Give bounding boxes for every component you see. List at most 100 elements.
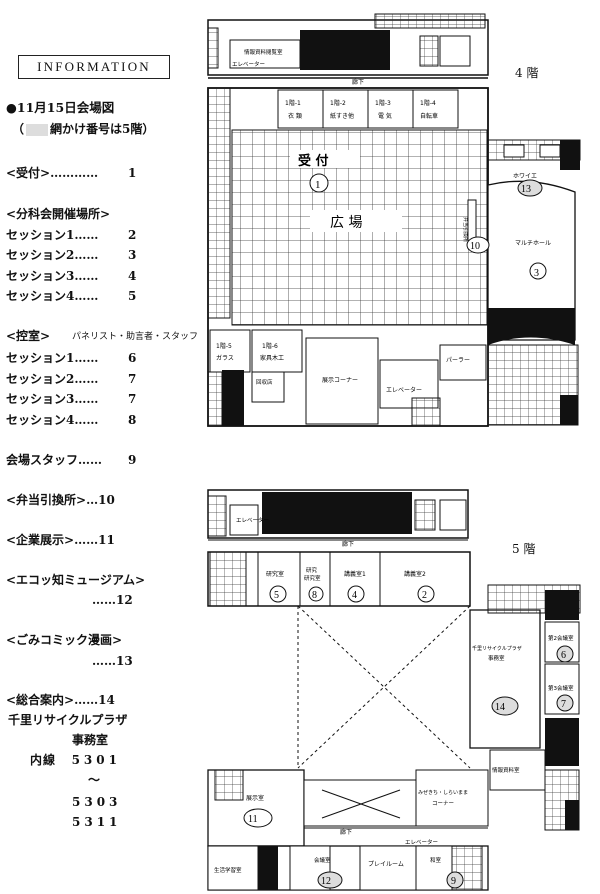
svg-text:弁当引換所: 弁当引換所 <box>462 217 469 242</box>
left-list-num-4: 4 <box>128 269 137 283</box>
left-list-item-18: <総合案内>……14 <box>6 693 115 707</box>
f4-foyer-label: ホワイエ <box>513 173 537 180</box>
left-list-item-16: <ごみコミック漫画> <box>6 633 123 647</box>
left-list-num-11: 9 <box>128 453 137 467</box>
f4-corridor-label: 廊下 <box>352 78 364 86</box>
ext-2: 5303 <box>72 795 122 809</box>
svg-text:1: 1 <box>315 179 321 191</box>
svg-text:衣 類: 衣 類 <box>288 112 302 120</box>
left-list-item-17: ……13 <box>92 654 133 668</box>
left-list-item-3: セッション2…… <box>6 248 99 262</box>
left-list-num-8: 7 <box>128 372 137 386</box>
ext-label-text: 内線 <box>30 753 57 767</box>
svg-text:ガラス: ガラス <box>216 354 234 362</box>
svg-text:1階-6: 1階-6 <box>262 342 278 350</box>
svg-text:エレベーター: エレベーター <box>386 386 422 394</box>
svg-text:第2会議室: 第2会議室 <box>548 634 574 642</box>
ext-3: 5311 <box>72 815 122 829</box>
svg-text:10: 10 <box>470 241 480 252</box>
left-list-item-8: セッション2…… <box>6 372 99 386</box>
left-list-item-13: <企業展示>……11 <box>6 533 115 547</box>
svg-text:講義室1: 講義室1 <box>344 570 366 578</box>
svg-text:5: 5 <box>274 590 279 601</box>
office-name-1: 千里リサイクルプラザ <box>8 713 128 727</box>
svg-text:和室: 和室 <box>430 856 442 864</box>
left-list-num-5: 5 <box>128 289 137 303</box>
information-title: INFORMATION <box>37 59 151 74</box>
svg-text:1階-3: 1階-3 <box>375 99 391 107</box>
svg-text:12: 12 <box>321 876 331 887</box>
f5-badge-7: 7 <box>556 694 574 712</box>
f4-badge-3: 3 <box>529 262 547 280</box>
date-heading: ●11月15日会場図 <box>6 100 115 115</box>
left-list-item-11: 会場スタッフ…… <box>6 453 103 467</box>
ext-tilde: ～ <box>88 773 101 787</box>
left-list-item-10: セッション4…… <box>6 413 99 427</box>
svg-text:7: 7 <box>561 699 566 710</box>
svg-text:プレイルーム: プレイルーム <box>368 861 404 868</box>
left-list-item-9: セッション3…… <box>6 392 99 406</box>
left-list-num-0: 1 <box>128 166 137 180</box>
f4-dark-block-top <box>300 30 390 70</box>
shaded-swatch <box>26 123 49 136</box>
f5-badge-6: 6 <box>556 645 574 663</box>
f4-hall-label: マルチホール <box>515 240 551 247</box>
note-line: （網かけ番号は5階） <box>12 121 154 137</box>
left-list-num-7: 6 <box>128 351 137 365</box>
svg-text:3: 3 <box>534 268 539 279</box>
f5-badge-14: 14 <box>491 696 519 716</box>
f4-plaza-label: 広 場 <box>330 215 362 231</box>
left-list-item-2: セッション1…… <box>6 228 99 242</box>
f4-elevator-label: エレベーター <box>232 60 265 68</box>
floor-5-label: 5 階 <box>512 542 536 556</box>
svg-text:生活学習室: 生活学習室 <box>214 866 242 874</box>
svg-text:1階-2: 1階-2 <box>330 99 346 107</box>
ext-1: 5301 <box>71 753 121 767</box>
left-list-item-12: <弁当引換所>…10 <box>6 493 115 507</box>
svg-text:研究室: 研究室 <box>266 570 284 578</box>
svg-text:研究室: 研究室 <box>304 574 321 582</box>
svg-text:コーナー: コーナー <box>432 800 454 807</box>
f5-badge-9: 9 <box>446 871 464 889</box>
svg-text:13: 13 <box>521 184 531 195</box>
svg-text:自転車: 自転車 <box>420 112 438 120</box>
left-list-num-3: 3 <box>128 248 137 262</box>
svg-text:8: 8 <box>312 590 317 601</box>
f4-badge-13: 13 <box>517 179 543 197</box>
svg-text:情報資料室: 情報資料室 <box>492 766 520 774</box>
svg-text:エレベーター: エレベーター <box>405 838 438 846</box>
f4-reception-label: 受 付 <box>298 153 329 169</box>
f5-badge-4: 4 <box>347 585 365 603</box>
svg-text:4: 4 <box>352 590 357 601</box>
kouhitsu-subtitle: パネリスト・助言者・スタッフ <box>72 332 199 342</box>
f4-stage <box>488 308 575 345</box>
svg-text:1階-1: 1階-1 <box>285 99 301 107</box>
note-open-paren: （ <box>12 122 25 136</box>
office-name-2: 事務室 <box>72 733 109 747</box>
svg-text:電 気: 電 気 <box>378 112 392 120</box>
svg-text:みぜきち・しらいまま: みぜきち・しらいまま <box>418 789 468 796</box>
f5-badge-8: 8 <box>308 586 324 602</box>
svg-text:研究: 研究 <box>306 566 318 574</box>
svg-text:1階-4: 1階-4 <box>420 99 436 107</box>
svg-text:事務室: 事務室 <box>488 654 505 662</box>
f5-badge-12: 12 <box>317 871 343 889</box>
svg-text:紙すき他: 紙すき他 <box>330 112 354 120</box>
left-list-item-14: <エコッ知ミュージアム> <box>6 573 146 587</box>
f5-dark-block <box>262 492 412 534</box>
svg-text:家具木工: 家具木工 <box>260 354 284 362</box>
left-list-item-0: <受付>………… <box>6 166 99 180</box>
ext-label: 内線 5301 <box>30 752 121 768</box>
svg-text:展示室: 展示室 <box>246 794 264 802</box>
left-list-item-4: セッション3…… <box>6 269 99 283</box>
svg-text:会議室: 会議室 <box>314 856 331 864</box>
floor-4-label: 4 階 <box>515 66 539 80</box>
left-list-item-5: セッション4…… <box>6 289 99 303</box>
left-list-item-6: <控室> <box>6 329 51 343</box>
svg-text:講義室2: 講義室2 <box>404 570 426 578</box>
left-list-num-2: 2 <box>128 228 137 242</box>
left-list-item-7: セッション1…… <box>6 351 99 365</box>
f5-badge-2: 2 <box>417 585 435 603</box>
